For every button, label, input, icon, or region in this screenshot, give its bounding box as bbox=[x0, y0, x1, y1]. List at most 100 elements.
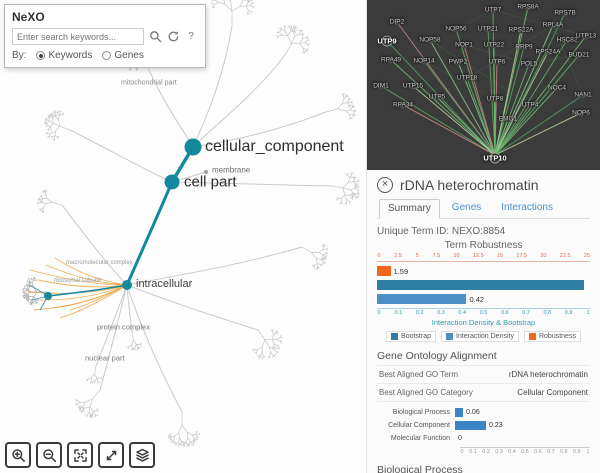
axis-tick: 0.1 bbox=[469, 449, 477, 455]
network-node-label[interactable]: RPS22A bbox=[508, 26, 534, 34]
network-node-label[interactable]: NAN1 bbox=[574, 91, 592, 99]
network-node-label[interactable]: NOP14 bbox=[413, 57, 435, 65]
axis-tick: 0.4 bbox=[508, 449, 516, 455]
tab-genes[interactable]: Genes bbox=[451, 202, 482, 213]
layers-button[interactable] bbox=[129, 442, 155, 468]
chart-bar bbox=[377, 266, 391, 276]
tree-node-label[interactable]: cell part bbox=[184, 173, 237, 191]
axis-tick: 0.6 bbox=[500, 310, 509, 316]
network-node-label[interactable]: UTP8 bbox=[486, 95, 504, 103]
network-node-label[interactable]: UTP15 bbox=[402, 82, 424, 90]
tree-node-label[interactable]: membrane bbox=[212, 165, 251, 175]
tree-node-label[interactable]: protein complex bbox=[97, 322, 150, 332]
legend-label: Bootstrap bbox=[401, 333, 431, 340]
axis-tick: 0.8 bbox=[543, 310, 552, 316]
legend-item[interactable]: Robustness bbox=[523, 331, 581, 342]
tree-node-label[interactable]: macromolecular complex bbox=[66, 260, 133, 266]
reset-icon[interactable] bbox=[166, 30, 180, 44]
axis-tick: 0.5 bbox=[521, 449, 529, 455]
resize-button[interactable] bbox=[98, 442, 124, 468]
search-icon[interactable] bbox=[148, 30, 162, 44]
network-node-label[interactable]: NOP1 bbox=[455, 41, 473, 49]
bar-value-label: 0.42 bbox=[469, 294, 485, 304]
axis-tick: 7.5 bbox=[432, 253, 441, 259]
axis-tick: 0.1 bbox=[394, 310, 403, 316]
bar-value-label: 1.59 bbox=[393, 266, 409, 276]
network-node-label[interactable]: RPS8A bbox=[517, 3, 539, 11]
bar-value-label: 0.23 bbox=[489, 422, 503, 429]
network-node-label[interactable]: HSC82 bbox=[556, 36, 578, 44]
tree-node-label[interactable]: cellular_component bbox=[205, 138, 344, 155]
bar-value-label: 0 bbox=[458, 435, 462, 442]
legend-item[interactable]: Interaction Density bbox=[441, 331, 519, 342]
network-node-label[interactable]: UTP13 bbox=[575, 32, 597, 40]
network-node-label[interactable]: UTP22 bbox=[483, 41, 505, 49]
go-category-label: Molecular Function bbox=[390, 435, 450, 442]
network-node-label[interactable]: UTP6 bbox=[488, 58, 506, 66]
network-node-label[interactable]: DIP2 bbox=[389, 18, 405, 26]
network-node-label[interactable]: RPA49 bbox=[380, 56, 402, 64]
network-node-label[interactable]: POL5 bbox=[520, 60, 538, 68]
tab-summary[interactable]: Summary bbox=[379, 199, 440, 219]
network-node-label[interactable]: EMG1 bbox=[498, 115, 518, 123]
chart-bar bbox=[377, 280, 584, 290]
tree-node-label[interactable]: intracellular bbox=[136, 278, 193, 290]
radio-genes[interactable]: Genes bbox=[102, 50, 144, 61]
network-node-label[interactable]: UTP10 bbox=[483, 153, 507, 163]
go-alignment-heading: Gene Ontology Alignment bbox=[377, 350, 497, 362]
tree-graph[interactable] bbox=[0, 0, 366, 473]
detail-tabs: Summary Genes Interactions bbox=[377, 199, 590, 219]
tree-node-label[interactable]: ribosomal subunit bbox=[54, 278, 102, 284]
network-node-label[interactable]: UTP18 bbox=[456, 74, 478, 82]
network-node-label[interactable]: NOC4 bbox=[547, 84, 567, 92]
axis-tick: 10 bbox=[453, 253, 460, 259]
table-row: Best Aligned GO Category Cellular Compon… bbox=[377, 383, 590, 401]
network-node-label[interactable]: NOP58 bbox=[419, 36, 441, 44]
network-node-label[interactable]: BUD21 bbox=[568, 51, 590, 59]
network-node-label[interactable]: NOP6 bbox=[572, 109, 590, 117]
network-node-label[interactable]: NOP56 bbox=[445, 25, 467, 33]
row-label: Best Aligned GO Term bbox=[379, 370, 458, 379]
network-node-label[interactable]: PWP2 bbox=[448, 58, 468, 66]
go-category-label: Biological Process bbox=[392, 409, 450, 416]
search-panel: NeXO ? By: Keywords Genes bbox=[4, 4, 206, 68]
axis-tick: 15 bbox=[496, 253, 504, 259]
chart-bar bbox=[455, 408, 464, 417]
network-node-label[interactable]: DIM1 bbox=[373, 82, 389, 90]
radio-keywords[interactable]: Keywords bbox=[36, 50, 92, 61]
network-node-label[interactable]: UTP4 bbox=[521, 101, 539, 109]
legend-swatch-icon bbox=[446, 333, 453, 340]
zoom-out-button[interactable] bbox=[36, 442, 62, 468]
tree-node-label[interactable]: nuclear part bbox=[85, 353, 125, 363]
axis-tick: 0.3 bbox=[495, 449, 503, 455]
canvas-toolbar bbox=[5, 442, 155, 468]
help-icon[interactable]: ? bbox=[188, 31, 194, 42]
axis-tick: 1 bbox=[586, 449, 590, 455]
legend-item[interactable]: Bootstrap bbox=[386, 331, 436, 342]
network-node-label[interactable]: RPS7B bbox=[554, 9, 576, 17]
zoom-in-button[interactable] bbox=[5, 442, 31, 468]
network-node-label[interactable]: UTP21 bbox=[477, 25, 499, 33]
legend-label: Robustness bbox=[538, 333, 576, 340]
close-icon[interactable]: × bbox=[377, 177, 393, 193]
network-node-label[interactable]: RPL4A bbox=[542, 21, 564, 29]
network-node-label[interactable]: RRP9 bbox=[515, 43, 533, 51]
search-input[interactable] bbox=[12, 28, 144, 45]
fit-view-button[interactable] bbox=[67, 442, 93, 468]
axis-tick: 0.4 bbox=[458, 310, 467, 316]
tree-node-label[interactable]: mitochondrial part bbox=[121, 79, 177, 87]
by-label: By: bbox=[12, 50, 27, 61]
network-node-label[interactable]: RPS24A bbox=[535, 48, 561, 56]
table-row: Best Aligned GO Term rDNA heterochromati… bbox=[377, 365, 590, 383]
network-node-label[interactable]: RPA34 bbox=[392, 101, 414, 109]
network-node-label[interactable]: UTP9 bbox=[377, 36, 397, 46]
network-node-label[interactable]: UTP7 bbox=[484, 6, 502, 14]
tab-interactions[interactable]: Interactions bbox=[501, 202, 553, 213]
network-node-label[interactable]: UTP5 bbox=[428, 93, 446, 101]
